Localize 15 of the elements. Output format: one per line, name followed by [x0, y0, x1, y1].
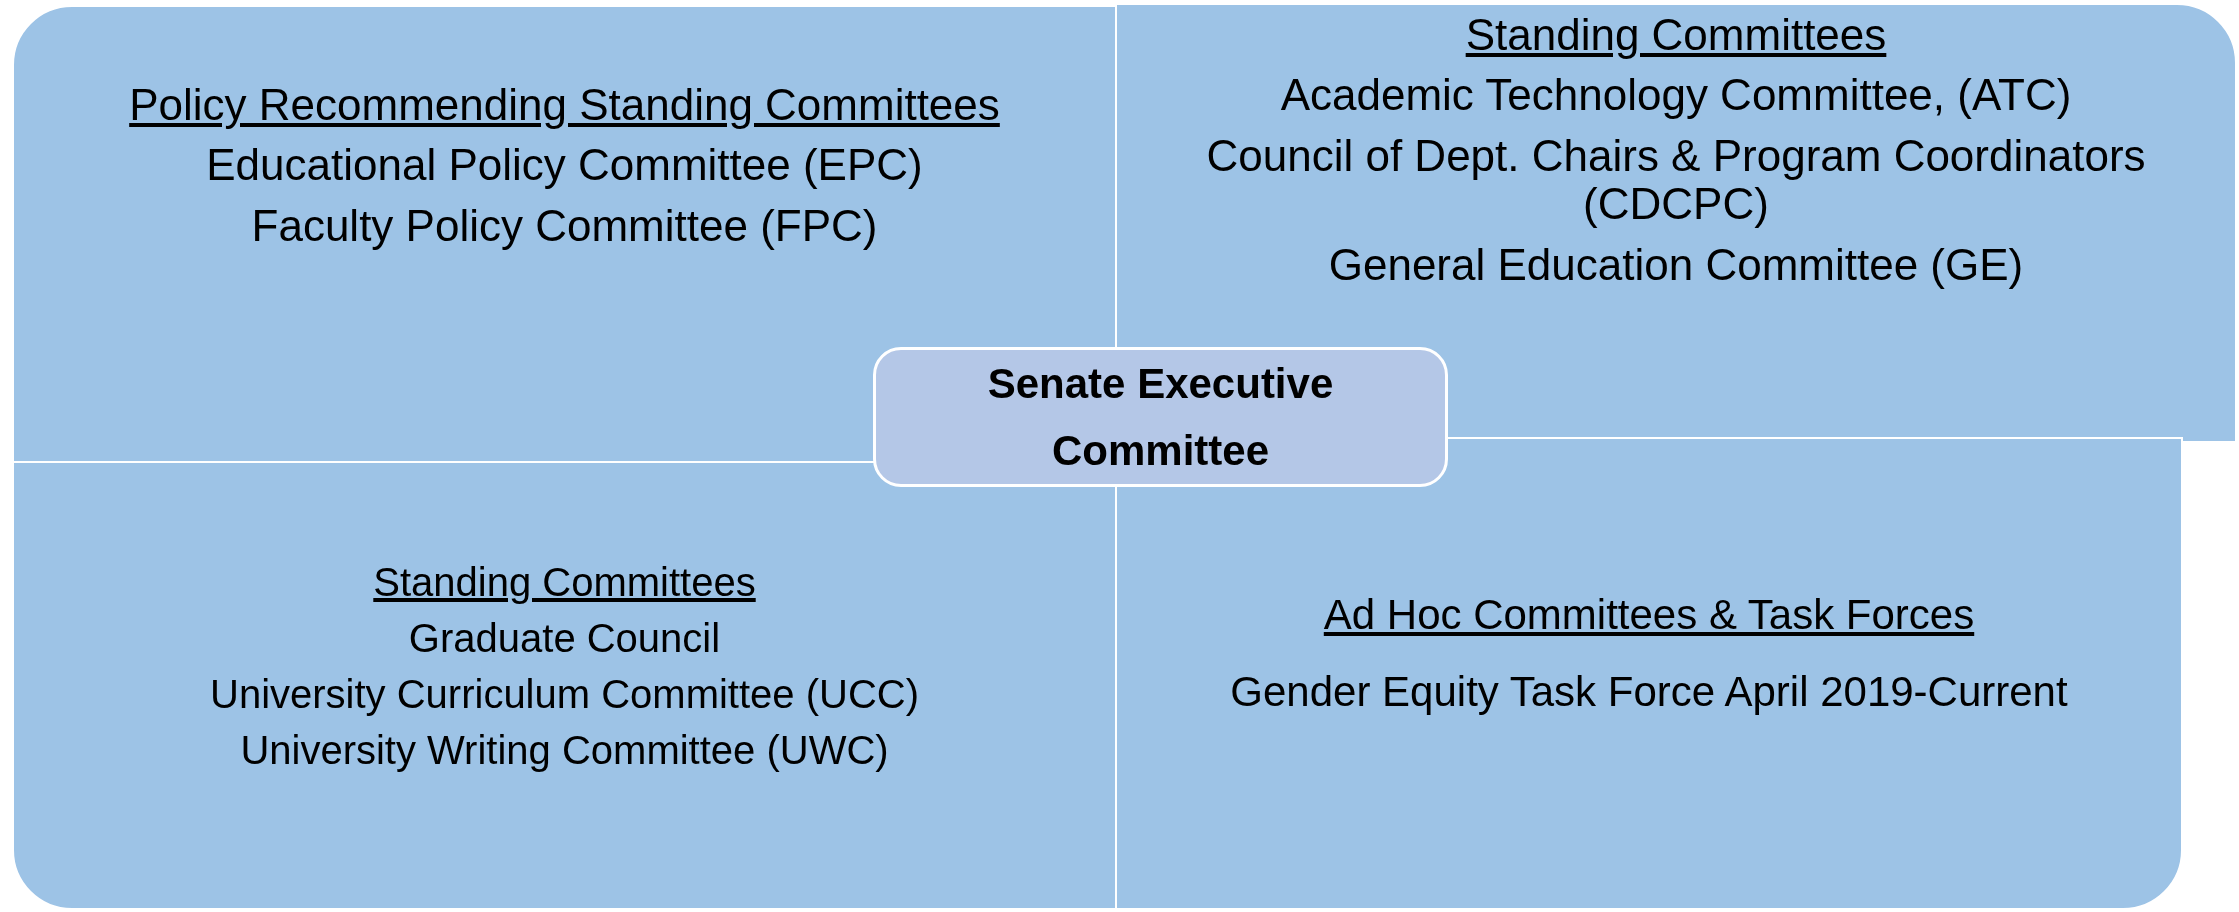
section-heading: Standing Committees — [373, 559, 756, 604]
committee-name: Faculty Policy Committee (FPC) — [251, 201, 878, 251]
center-box — [873, 347, 1448, 487]
center-title: Senate Executive Committee — [986, 358, 1335, 476]
section-heading: Policy Recommending Standing Committees — [129, 81, 1000, 130]
committee-name: Council of Dept. Chairs & Program Coordinators (CDCPC) — [1205, 131, 2147, 229]
committee-name: Educational Policy Committee (EPC) — [206, 141, 923, 190]
committee-name: General Education Committee (GE) — [1328, 240, 2024, 289]
committee-name: Graduate Council — [408, 615, 721, 660]
committee-name: Gender Equity Task Force April 2019-Current — [1230, 668, 2068, 715]
section-heading: Ad Hoc Committees & Task Forces — [1323, 592, 1975, 639]
section-heading: Standing Committees — [1465, 11, 1887, 60]
committee-name: University Writing Committee (UWC) — [240, 727, 889, 772]
committee-name: University Curriculum Committee (UCC) — [210, 671, 919, 716]
committee-name: Academic Technology Committee, (ATC) — [1280, 71, 2072, 120]
